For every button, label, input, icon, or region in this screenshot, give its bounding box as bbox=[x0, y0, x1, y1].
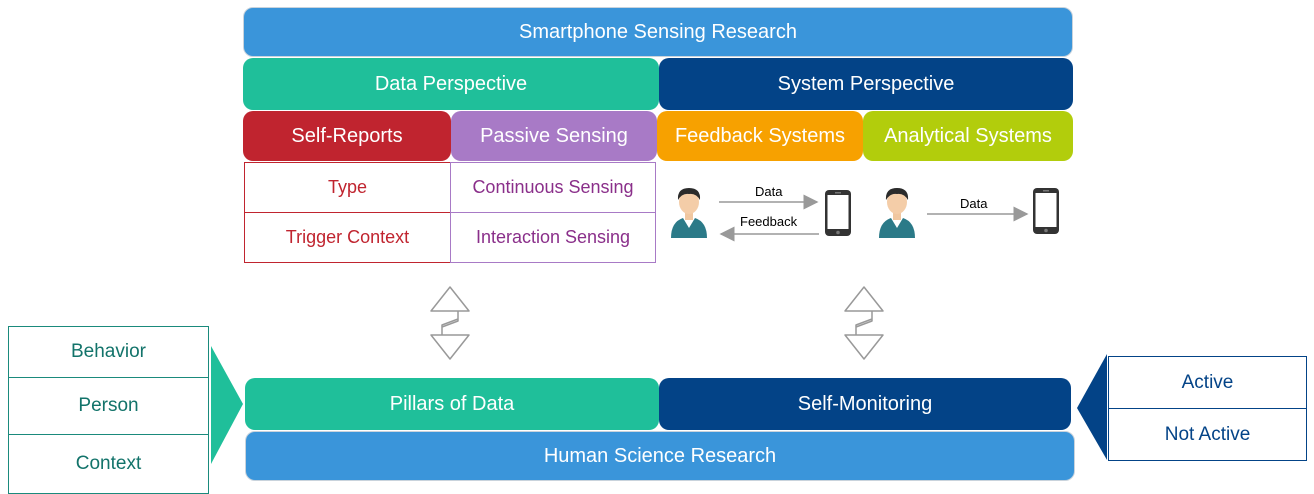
monitoring-item-label: Not Active bbox=[1164, 423, 1251, 445]
analytical-systems-label: Analytical Systems bbox=[884, 124, 1052, 147]
self-monitoring-label: Self-Monitoring bbox=[797, 392, 933, 415]
passive-item-continuous: Continuous Sensing bbox=[450, 162, 656, 213]
triangle-pointer-icon bbox=[1077, 354, 1107, 460]
self-report-item-label: Type bbox=[327, 177, 368, 197]
smartphone-icon bbox=[825, 190, 851, 236]
monitoring-item-active: Active bbox=[1108, 356, 1307, 409]
smartphone-sensing-research-label: Smartphone Sensing Research bbox=[519, 20, 797, 43]
system-perspective-bar: System Perspective bbox=[659, 58, 1073, 110]
data-perspective-bar: Data Perspective bbox=[243, 58, 659, 110]
double-arrow-icon bbox=[844, 286, 884, 360]
human-science-research-label: Human Science Research bbox=[543, 444, 777, 467]
pillar-item-context: Context bbox=[8, 434, 209, 494]
smartphone-icon bbox=[1033, 188, 1059, 234]
person-icon bbox=[671, 188, 707, 238]
data-perspective-label: Data Perspective bbox=[374, 72, 528, 95]
self-report-item-type: Type bbox=[244, 162, 451, 213]
passive-item-label: Continuous Sensing bbox=[472, 177, 634, 197]
pillar-item-label: Context bbox=[75, 453, 142, 474]
pillar-item-behavior: Behavior bbox=[8, 326, 209, 378]
analytical-systems-bar: Analytical Systems bbox=[863, 111, 1073, 161]
monitoring-item-not-active: Not Active bbox=[1108, 408, 1307, 461]
passive-sensing-bar: Passive Sensing bbox=[451, 111, 657, 161]
passive-item-label: Interaction Sensing bbox=[475, 227, 631, 247]
data-label: Data bbox=[755, 184, 783, 199]
double-arrow-icon bbox=[430, 286, 470, 360]
feedback-label: Feedback bbox=[740, 214, 798, 229]
self-reports-label: Self-Reports bbox=[291, 124, 403, 147]
pillar-item-person: Person bbox=[8, 377, 209, 435]
system-perspective-label: System Perspective bbox=[777, 72, 955, 95]
passive-item-interaction: Interaction Sensing bbox=[450, 212, 656, 263]
feedback-systems-bar: Feedback Systems bbox=[657, 111, 863, 161]
self-reports-bar: Self-Reports bbox=[243, 111, 451, 161]
smartphone-sensing-research-bar: Smartphone Sensing Research bbox=[243, 7, 1073, 57]
self-monitoring-bar: Self-Monitoring bbox=[659, 378, 1071, 430]
self-report-item-label: Trigger Context bbox=[285, 227, 410, 247]
feedback-systems-label: Feedback Systems bbox=[674, 124, 846, 147]
triangle-pointer-icon bbox=[211, 346, 243, 464]
monitoring-item-label: Active bbox=[1181, 371, 1234, 393]
pillars-of-data-label: Pillars of Data bbox=[389, 392, 515, 415]
pillar-item-label: Behavior bbox=[71, 341, 146, 362]
pillar-item-label: Person bbox=[78, 395, 139, 416]
pillars-of-data-bar: Pillars of Data bbox=[245, 378, 659, 430]
system-diagrams: Data Feedback Data bbox=[671, 184, 1059, 242]
human-science-research-bar: Human Science Research bbox=[245, 431, 1075, 481]
person-icon bbox=[879, 188, 915, 238]
passive-sensing-label: Passive Sensing bbox=[480, 124, 628, 147]
self-report-item-trigger-context: Trigger Context bbox=[244, 212, 451, 263]
data-label: Data bbox=[960, 196, 988, 211]
